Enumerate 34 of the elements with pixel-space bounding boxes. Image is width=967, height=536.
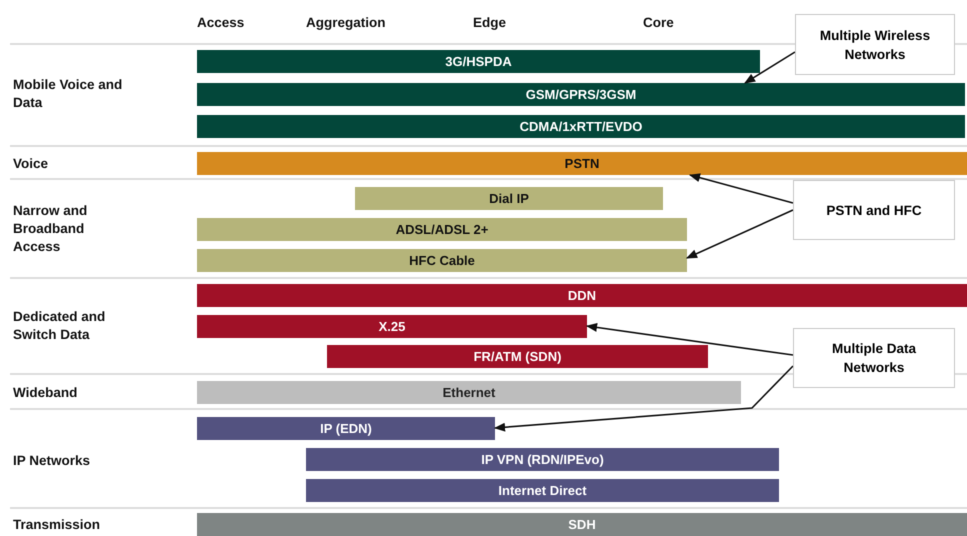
network-bar: IP (EDN) — [197, 417, 495, 440]
network-bar: Dial IP — [355, 187, 663, 210]
network-bar: PSTN — [197, 152, 967, 175]
network-bar: DDN — [197, 284, 967, 307]
row-label: Wideband — [13, 384, 78, 402]
network-bar: X.25 — [197, 315, 587, 338]
network-bar: CDMA/1xRTT/EVDO — [197, 115, 965, 138]
arrow — [494, 365, 794, 432]
callout-box: PSTN and HFC — [793, 180, 955, 240]
row-label: Narrow and Broadband Access — [13, 202, 88, 256]
row-label: Dedicated and Switch Data — [13, 308, 106, 344]
arrow — [586, 322, 794, 356]
row-label: Transmission — [13, 516, 100, 534]
network-bar: GSM/GPRS/3GSM — [197, 83, 965, 106]
network-bar: Internet Direct — [306, 479, 779, 502]
row-label: Mobile Voice and Data — [13, 76, 123, 112]
network-bar: FR/ATM (SDN) — [327, 345, 708, 368]
row-label: Voice — [13, 155, 48, 173]
callout-box: Multiple Data Networks — [793, 328, 955, 388]
column-header: Aggregation — [306, 14, 386, 32]
network-bar: ADSL/ADSL 2+ — [197, 218, 687, 241]
arrow — [686, 209, 794, 259]
network-bar: IP VPN (RDN/IPEvo) — [306, 448, 779, 471]
row-label: IP Networks — [13, 452, 90, 470]
network-bar: HFC Cable — [197, 249, 687, 272]
arrow — [688, 173, 794, 204]
column-header: Core — [643, 14, 674, 32]
network-bar: Ethernet — [197, 381, 741, 404]
column-header: Access — [197, 14, 244, 32]
network-bar: 3G/HSPDA — [197, 50, 760, 73]
column-header: Edge — [473, 14, 506, 32]
arrow — [744, 51, 796, 84]
network-bar: SDH — [197, 513, 967, 536]
callout-box: Multiple Wireless Networks — [795, 14, 955, 75]
